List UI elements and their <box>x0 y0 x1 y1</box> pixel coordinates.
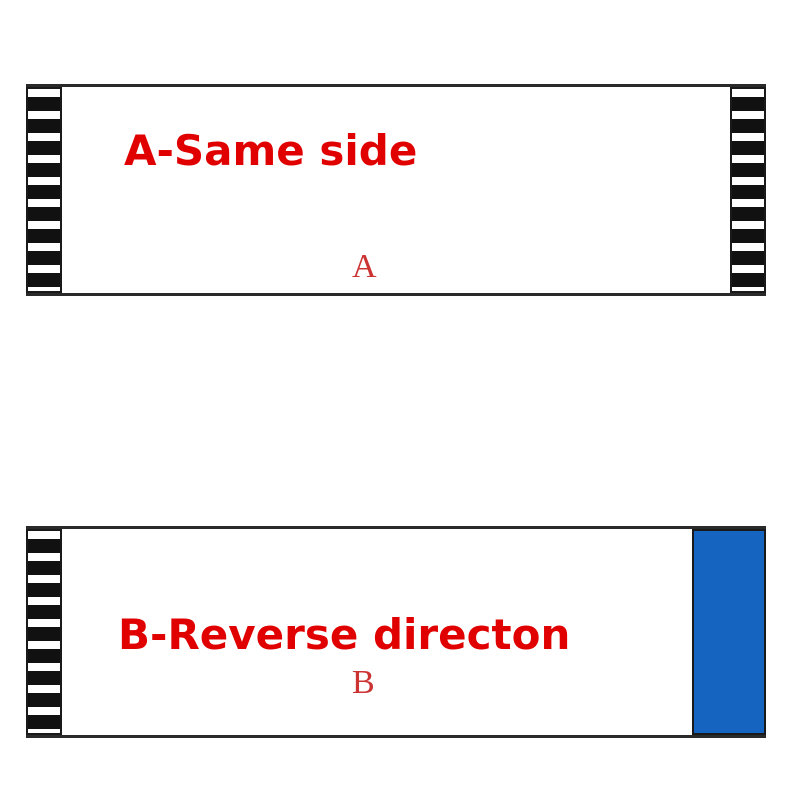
cable-top-edge <box>26 84 766 87</box>
cable-bottom-edge <box>26 293 766 296</box>
left-contacts-icon <box>26 87 62 293</box>
ffc-cable-same-side <box>26 84 766 296</box>
reverse-direction-title: B-Reverse directon <box>118 610 571 659</box>
left-contacts-icon <box>26 529 62 735</box>
cable-a-mark: A <box>352 248 377 285</box>
cable-top-edge <box>26 526 766 529</box>
cable-bottom-edge <box>26 735 766 738</box>
cable-b-mark: B <box>352 664 375 701</box>
ffc-cable-reverse-direction <box>26 526 766 738</box>
same-side-title: A-Same side <box>124 126 418 175</box>
right-contacts-icon <box>730 87 766 293</box>
blue-stiffener-icon <box>692 529 766 735</box>
